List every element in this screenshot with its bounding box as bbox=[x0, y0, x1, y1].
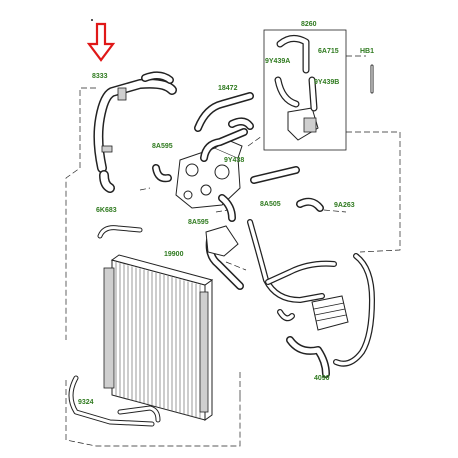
label-9Y439A: 9Y439A bbox=[265, 58, 290, 65]
hoses bbox=[68, 35, 375, 427]
label-8A595-upper: 8A595 bbox=[152, 143, 173, 150]
label-9324: 9324 bbox=[78, 399, 94, 406]
radiator bbox=[103, 254, 214, 421]
label-8A505: 8A505 bbox=[260, 201, 281, 208]
label-8260: 8260 bbox=[301, 21, 317, 28]
label-HB1: HB1 bbox=[360, 48, 374, 55]
label-9Y439B: 9Y439B bbox=[314, 79, 339, 86]
label-6K683: 6K683 bbox=[96, 207, 117, 214]
label-6A715: 6A715 bbox=[318, 48, 339, 55]
label-8333: 8333 bbox=[92, 73, 108, 80]
label-4090: 4090 bbox=[314, 375, 330, 382]
label-9A263: 9A263 bbox=[334, 202, 355, 209]
heater-valve-assembly bbox=[263, 29, 347, 151]
callout-labels: 8260 6A715 9Y439A 9Y439B HB1 8333 18472 … bbox=[78, 21, 374, 406]
label-18472: 18472 bbox=[218, 85, 238, 92]
oil-cooler bbox=[311, 295, 349, 331]
highlight-arrow-icon bbox=[86, 22, 116, 62]
label-8A595-lower: 8A595 bbox=[188, 219, 209, 226]
thermostat-housing bbox=[175, 139, 243, 209]
label-9Y438: 9Y438 bbox=[224, 157, 244, 164]
marker-dot bbox=[91, 19, 93, 21]
label-19900: 19900 bbox=[164, 251, 184, 258]
leader-lines bbox=[65, 55, 401, 447]
